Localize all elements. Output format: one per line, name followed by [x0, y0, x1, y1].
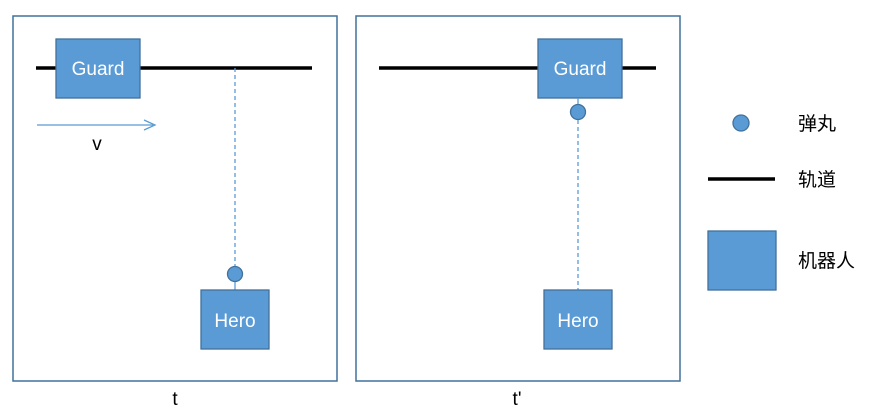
guard-robot — [537, 38, 623, 99]
legend-bullet-label: 弹丸 — [798, 113, 836, 135]
guard-label: Guard — [554, 59, 607, 80]
velocity-arrow-head — [143, 119, 157, 131]
legend-track-label: 轨道 — [798, 169, 836, 191]
time-label-t: t — [172, 389, 178, 410]
time-label-t-prime: t' — [513, 389, 522, 410]
hero-label: Hero — [557, 311, 598, 332]
velocity-label: v — [92, 134, 102, 155]
panel-t-prime: Guard Hero t' — [355, 15, 681, 410]
panel-frame — [355, 15, 681, 382]
hero-robot — [200, 289, 270, 350]
panel-t: Guard v Hero t — [12, 15, 338, 410]
guard-label: Guard — [72, 59, 125, 80]
legend: 弹丸 轨道 机器人 — [707, 113, 855, 291]
guard-robot — [55, 38, 141, 99]
bullet — [569, 103, 587, 121]
legend-robot-icon — [707, 230, 777, 291]
legend-bullet-icon — [732, 114, 750, 132]
hero-robot — [543, 289, 613, 350]
bullet — [226, 265, 244, 283]
hero-label: Hero — [214, 311, 255, 332]
legend-robot-label: 机器人 — [798, 250, 855, 272]
